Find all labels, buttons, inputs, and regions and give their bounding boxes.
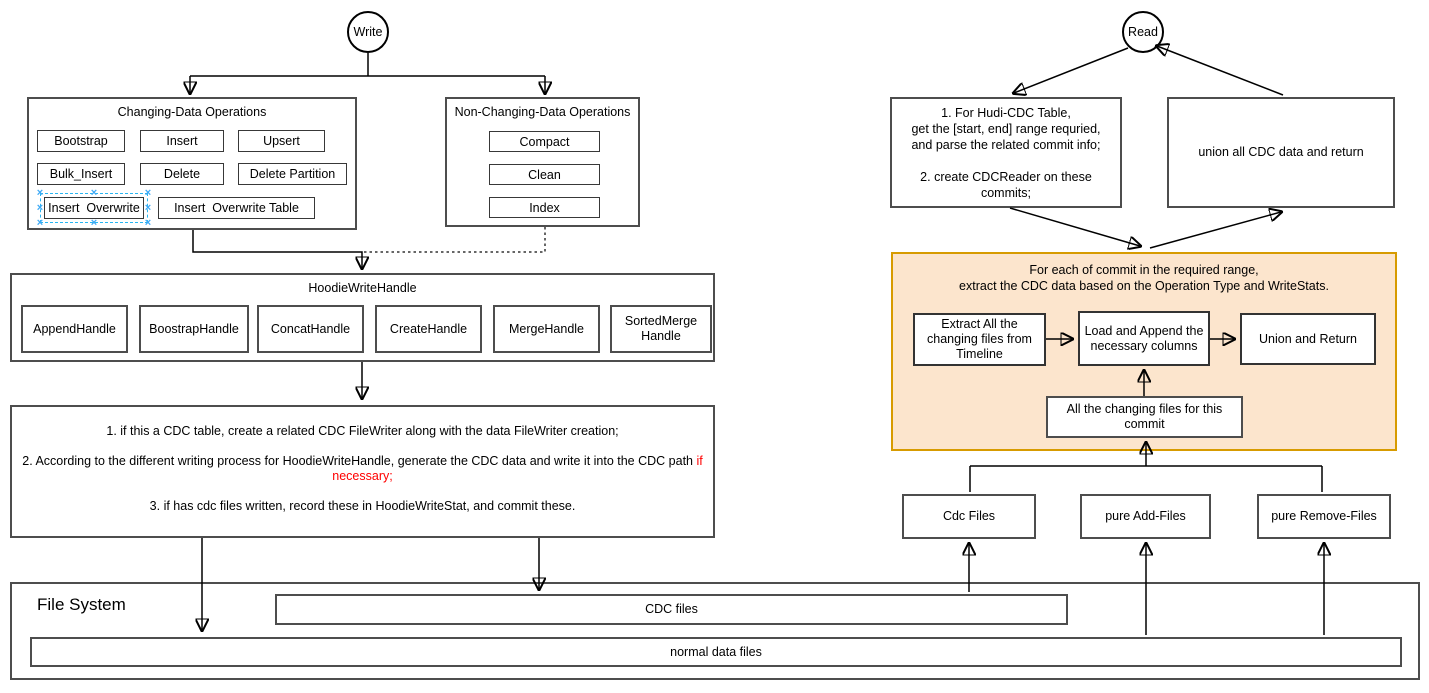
selection-handle-nw[interactable]: ×	[36, 187, 44, 199]
pure-remove-files-box[interactable]: pure Remove-Files	[1257, 494, 1391, 539]
op-index[interactable]: Index	[489, 197, 600, 218]
selection-handle-n[interactable]: ×	[90, 187, 98, 199]
union-and-return-box[interactable]: Union and Return	[1240, 313, 1376, 365]
wire-read-to-prepare	[1014, 47, 1129, 93]
shape-selection-outline: × × × × × × × ×	[37, 188, 151, 229]
selection-handle-e[interactable]: ×	[144, 202, 152, 214]
wire-changing-to-handle	[192, 230, 362, 268]
wire-prepare-to-percommit	[1009, 207, 1140, 246]
write-step-1: 1. if this a CDC table, create a related…	[106, 424, 619, 438]
non-changing-data-operations-title: Non-Changing-Data Operations	[454, 105, 631, 119]
cdc-files-box[interactable]: Cdc Files	[902, 494, 1036, 539]
op-insert-overwrite[interactable]: Insert Overwrite	[44, 197, 144, 219]
changing-data-operations-title: Changing-Data Operations	[117, 105, 267, 119]
fs-normal-data-files-box[interactable]: normal data files	[30, 637, 1402, 667]
selection-handle-se[interactable]: ×	[144, 217, 152, 229]
non-changing-data-operations-box[interactable]: Non-Changing-Data Operations	[445, 97, 640, 227]
handle-create[interactable]: CreateHandle	[375, 305, 482, 353]
handle-boostrap[interactable]: BoostrapHandle	[139, 305, 249, 353]
op-clean[interactable]: Clean	[489, 164, 600, 185]
handle-sorted-merge[interactable]: SortedMerge Handle	[610, 305, 712, 353]
op-compact[interactable]: Compact	[489, 131, 600, 152]
op-upsert[interactable]: Upsert	[238, 130, 325, 152]
handle-merge[interactable]: MergeHandle	[493, 305, 600, 353]
wire-union-to-read	[1157, 46, 1284, 96]
op-bootstrap[interactable]: Bootstrap	[37, 130, 125, 152]
cdc-write-steps-box[interactable]: 1. if this a CDC table, create a related…	[10, 405, 715, 538]
write-step-3: 3. if has cdc files written, record thes…	[149, 499, 576, 513]
op-bulk-insert[interactable]: Bulk_Insert	[37, 163, 125, 185]
op-insert-overwrite-table[interactable]: Insert Overwrite Table	[158, 197, 315, 219]
per-commit-title: For each of commit in the required range…	[959, 263, 1329, 293]
selection-handle-sw[interactable]: ×	[36, 217, 44, 229]
extract-changing-files-box[interactable]: Extract All the changing files from Time…	[913, 313, 1046, 366]
op-delete-partition[interactable]: Delete Partition	[238, 163, 347, 185]
read-entry-label: Read	[1128, 25, 1158, 39]
write-entry-node[interactable]: Write	[347, 11, 389, 53]
handle-concat[interactable]: ConcatHandle	[257, 305, 364, 353]
read-entry-node[interactable]: Read	[1122, 11, 1164, 53]
fs-cdc-files-box[interactable]: CDC files	[275, 594, 1068, 625]
read-prepare-box[interactable]: 1. For Hudi-CDC Table, get the [start, e…	[890, 97, 1122, 208]
hoodie-write-handle-title: HoodieWriteHandle	[308, 281, 417, 295]
write-step-2-highlight: if necessary;	[332, 454, 703, 483]
write-entry-label: Write	[353, 25, 383, 39]
selection-handle-w[interactable]: ×	[36, 202, 44, 214]
file-system-title: File System	[37, 595, 126, 614]
load-append-columns-box[interactable]: Load and Append the necessary columns	[1078, 311, 1210, 366]
changing-files-commit-box[interactable]: All the changing files for this commit	[1046, 396, 1243, 438]
selection-handle-ne[interactable]: ×	[144, 187, 152, 199]
selection-handle-s[interactable]: ×	[90, 217, 98, 229]
pure-add-files-box[interactable]: pure Add-Files	[1080, 494, 1211, 539]
wire-percommit-to-union	[1149, 212, 1281, 249]
op-delete[interactable]: Delete	[140, 163, 224, 185]
handle-append[interactable]: AppendHandle	[21, 305, 128, 353]
read-union-box[interactable]: union all CDC data and return	[1167, 97, 1395, 208]
op-insert[interactable]: Insert	[140, 130, 224, 152]
wire-nonchanging-to-handle-dashed	[364, 227, 546, 253]
write-step-2: 2. According to the different writing pr…	[22, 454, 703, 483]
